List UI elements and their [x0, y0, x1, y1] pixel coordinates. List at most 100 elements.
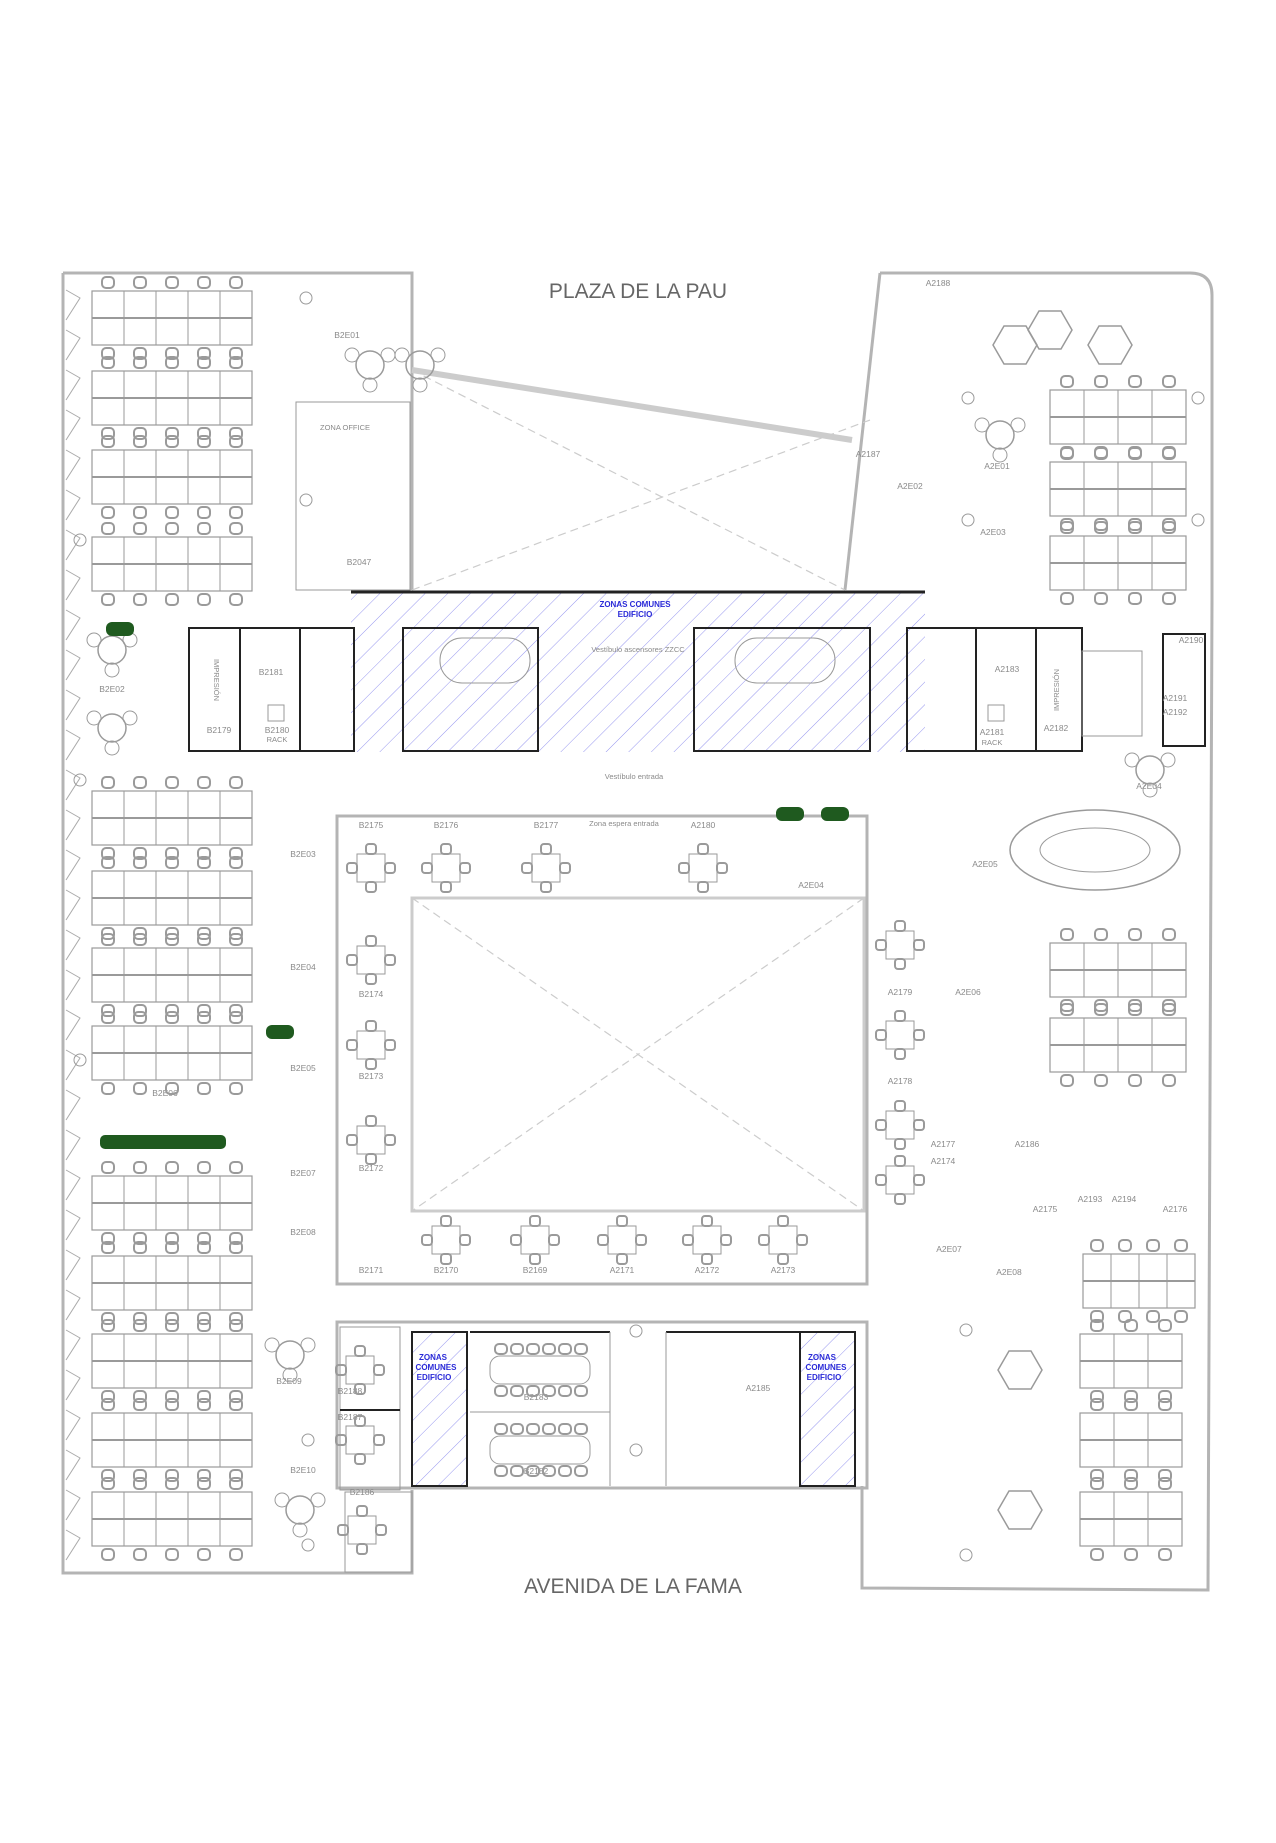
- atrium-void: [411, 897, 865, 1212]
- chair-icon: [558, 1343, 572, 1355]
- chair-icon: [133, 1398, 147, 1411]
- chair-icon: [165, 1312, 179, 1325]
- bottom-block: [335, 1320, 869, 1573]
- chair-icon: [346, 1039, 358, 1051]
- chair-icon: [529, 1253, 541, 1265]
- room-label: A2188: [926, 278, 951, 288]
- lounge-chair-icon: [362, 377, 378, 393]
- chair-icon: [101, 927, 115, 940]
- chair-icon: [101, 1241, 115, 1254]
- lounge-chair-icon: [380, 347, 396, 363]
- chair-icon: [635, 1234, 647, 1246]
- chair-icon: [133, 1319, 147, 1332]
- chair-icon: [229, 1161, 243, 1174]
- table-icon: [431, 1225, 461, 1255]
- chair-icon: [894, 1193, 906, 1205]
- zona-office-room: [295, 401, 411, 591]
- chair-icon: [229, 856, 243, 869]
- window-icon: [65, 1169, 81, 1201]
- chair-icon: [542, 1343, 556, 1355]
- lounge-chair-icon: [394, 347, 410, 363]
- chair-icon: [165, 1232, 179, 1245]
- vestibulo-entrada-label: Vestíbulo entrada: [605, 772, 664, 781]
- lounge-table-icon: [97, 635, 127, 665]
- chair-icon: [1060, 1003, 1074, 1016]
- lounge-chair-icon: [430, 347, 446, 363]
- chair-icon: [1128, 375, 1142, 388]
- chair-icon: [494, 1465, 508, 1477]
- chair-icon: [526, 1465, 540, 1477]
- room-label: B2E06: [152, 1088, 178, 1098]
- room-label: A2181: [980, 727, 1005, 737]
- window-icon: [65, 809, 81, 841]
- chair-icon: [1128, 1074, 1142, 1087]
- chair-icon: [1090, 1319, 1104, 1332]
- room-label: A2193: [1078, 1194, 1103, 1204]
- chair-icon: [494, 1385, 508, 1397]
- chair-icon: [133, 1469, 147, 1482]
- room-label: A2192: [1163, 707, 1188, 717]
- chair-icon: [1158, 1548, 1172, 1561]
- chair-icon: [165, 933, 179, 946]
- chair-icon: [101, 1011, 115, 1024]
- hexagon-table-icon: [1027, 310, 1073, 350]
- chair-icon: [1128, 447, 1142, 460]
- chair-icon: [1060, 447, 1074, 460]
- chair-icon: [540, 881, 552, 893]
- room-label: A2187: [856, 449, 881, 459]
- furniture-layer: [65, 276, 1205, 1562]
- chair-icon: [101, 1319, 115, 1332]
- chair-icon: [1124, 1469, 1138, 1482]
- hexagon-table-icon: [997, 1490, 1043, 1530]
- chair-icon: [777, 1215, 789, 1227]
- chair-icon: [197, 1312, 211, 1325]
- chair-icon: [133, 933, 147, 946]
- room-label: B2E01: [334, 330, 360, 340]
- lounge-chair-icon: [86, 632, 102, 648]
- column-icon: [299, 291, 313, 305]
- zona-espera-label: Zona espera entrada: [589, 819, 659, 828]
- window-icon: [65, 1449, 81, 1481]
- chair-icon: [197, 933, 211, 946]
- chair-icon: [165, 593, 179, 606]
- room-label: A2185: [746, 1383, 771, 1393]
- chair-icon: [165, 347, 179, 360]
- chair-icon: [165, 847, 179, 860]
- chair-icon: [1128, 1003, 1142, 1016]
- column-icon: [1191, 391, 1205, 405]
- room-label: B2E09: [276, 1376, 302, 1386]
- chair-icon: [133, 435, 147, 448]
- table-icon: [489, 1355, 591, 1385]
- chair-icon: [197, 1232, 211, 1245]
- chair-icon: [616, 1253, 628, 1265]
- lounge-chair-icon: [104, 662, 120, 678]
- room-label: A2180: [691, 820, 716, 830]
- room-label: A2178: [888, 1076, 913, 1086]
- chair-icon: [354, 1453, 366, 1465]
- chair-icon: [165, 435, 179, 448]
- lounge-bench-icon: [1009, 809, 1181, 891]
- chair-icon: [133, 1241, 147, 1254]
- room-label: A2176: [1163, 1204, 1188, 1214]
- window-icon: [65, 569, 81, 601]
- column-icon: [629, 1324, 643, 1338]
- chair-icon: [510, 1343, 524, 1355]
- lounge-chair-icon: [282, 1367, 298, 1383]
- window-icon: [65, 1009, 81, 1041]
- table-icon: [356, 1030, 386, 1060]
- chair-icon: [1158, 1469, 1172, 1482]
- chair-icon: [197, 1082, 211, 1095]
- chair-icon: [229, 847, 243, 860]
- chair-icon: [526, 1343, 540, 1355]
- chair-icon: [1094, 447, 1108, 460]
- table-icon: [345, 1425, 375, 1455]
- vestibulo-ascensores-label: Vestíbulo ascensores ZZCC: [591, 645, 685, 654]
- room-label: A2171: [610, 1265, 635, 1275]
- impresion-label-left: IMPRESIÓN: [212, 659, 221, 701]
- chair-icon: [101, 1390, 115, 1403]
- hexagon-table-icon: [1087, 325, 1133, 365]
- room-label: A2E03: [980, 527, 1006, 537]
- chair-icon: [197, 776, 211, 789]
- chair-icon: [229, 1390, 243, 1403]
- chair-icon: [529, 1215, 541, 1227]
